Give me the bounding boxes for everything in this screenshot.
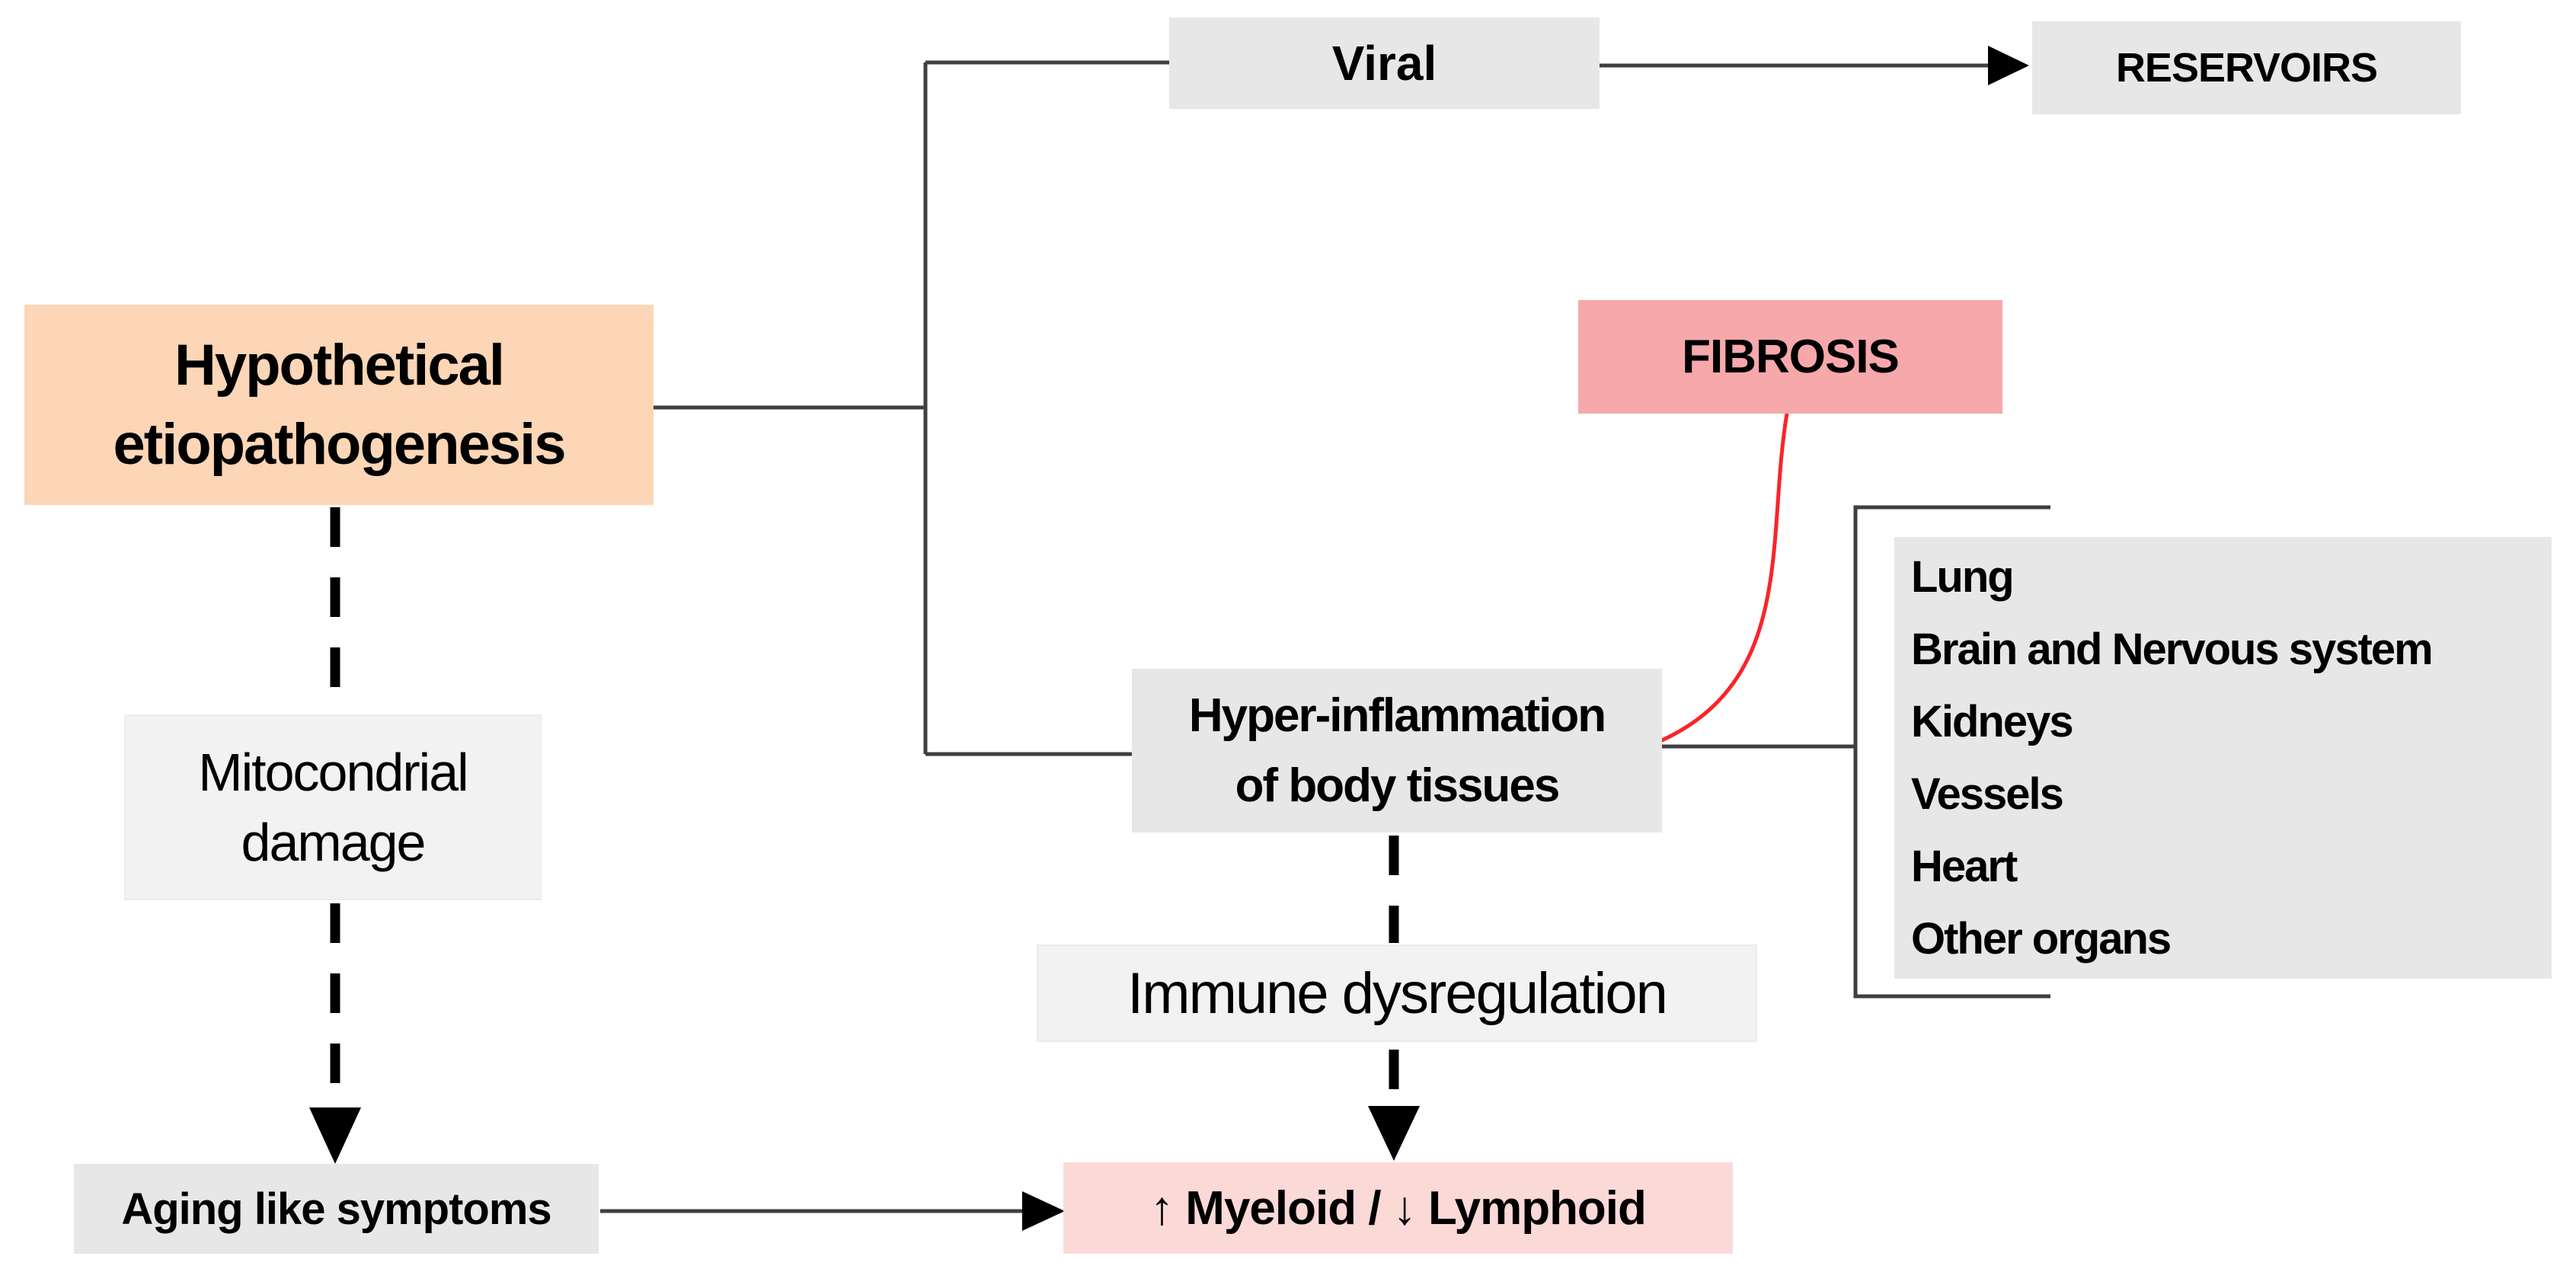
node-hyper-inflammation-line2: of body tissues (1235, 759, 1561, 812)
organs-item-heart: Heart (1911, 842, 2018, 891)
node-aging-label: Aging like symptoms (121, 1184, 551, 1234)
node-hypothetical-line1: Hypothetical (174, 332, 505, 398)
node-reservoirs-label: RESERVOIRS (2115, 45, 2378, 91)
organs-item-lung: Lung (1911, 552, 2015, 602)
dashed-mitocondrial-to-aging-head (309, 1107, 361, 1164)
organs-item-vessels: Vessels (1911, 769, 2064, 819)
node-hypothetical-line2: etiopathogenesis (113, 411, 567, 477)
node-immune-dysregulation-label: Immune dysregulation (1127, 960, 1668, 1026)
node-mitocondrial-damage: Mitocondrial damage (124, 714, 542, 900)
node-myeloid-label: ↑ Myeloid / ↓ Lymphoid (1150, 1181, 1647, 1235)
arrow-viral-to-reservoirs-head (1988, 46, 2029, 85)
node-immune-dysregulation: Immune dysregulation (1037, 944, 1757, 1042)
arrow-aging-to-myeloid-head (1022, 1191, 1065, 1231)
organs-item-kidneys: Kidneys (1911, 697, 2074, 746)
node-mitocondrial-line2: damage (241, 813, 427, 872)
organs-item-brain-nervous-system: Brain and Nervous system (1911, 625, 2434, 674)
node-organs-list: Lung Brain and Nervous system Kidneys Ve… (1894, 537, 2552, 979)
node-aging-like-symptoms: Aging like symptoms (74, 1164, 599, 1254)
node-viral: Viral (1169, 18, 1600, 109)
node-hypothetical-etiopathogenesis: Hypothetical etiopathogenesis (24, 305, 654, 505)
node-myeloid-lymphoid: ↑ Myeloid / ↓ Lymphoid (1063, 1162, 1733, 1254)
node-fibrosis: FIBROSIS (1578, 300, 2002, 414)
organs-item-other-organs: Other organs (1911, 914, 2172, 964)
curve-fibrosis-link (1651, 413, 1789, 747)
node-fibrosis-label: FIBROSIS (1682, 331, 1900, 383)
node-mitocondrial-line1: Mitocondrial (198, 743, 468, 802)
dashed-immune-to-myeloid-head (1368, 1106, 1420, 1161)
node-reservoirs: RESERVOIRS (2032, 21, 2461, 114)
node-hyper-inflammation-line1: Hyper-inflammation (1188, 689, 1606, 742)
node-hyper-inflammation: Hyper-inflammation of body tissues (1132, 669, 1662, 833)
node-viral-label: Viral (1331, 36, 1437, 91)
